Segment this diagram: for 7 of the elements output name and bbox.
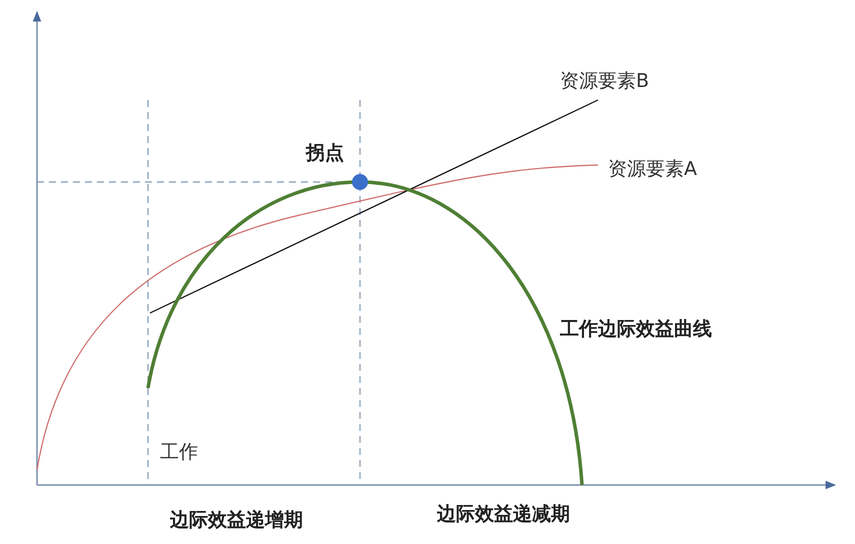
phase-label: 边际效益递增期 bbox=[170, 509, 303, 532]
curve-label: 资源要素A bbox=[608, 158, 697, 181]
axis-label: 工作 bbox=[160, 441, 198, 464]
curve-label: 工作边际效益曲线 bbox=[560, 318, 712, 341]
point-label: 拐点 bbox=[306, 142, 344, 165]
phase-label: 边际效益递减期 bbox=[437, 503, 570, 526]
curve-label: 资源要素B bbox=[560, 70, 650, 93]
